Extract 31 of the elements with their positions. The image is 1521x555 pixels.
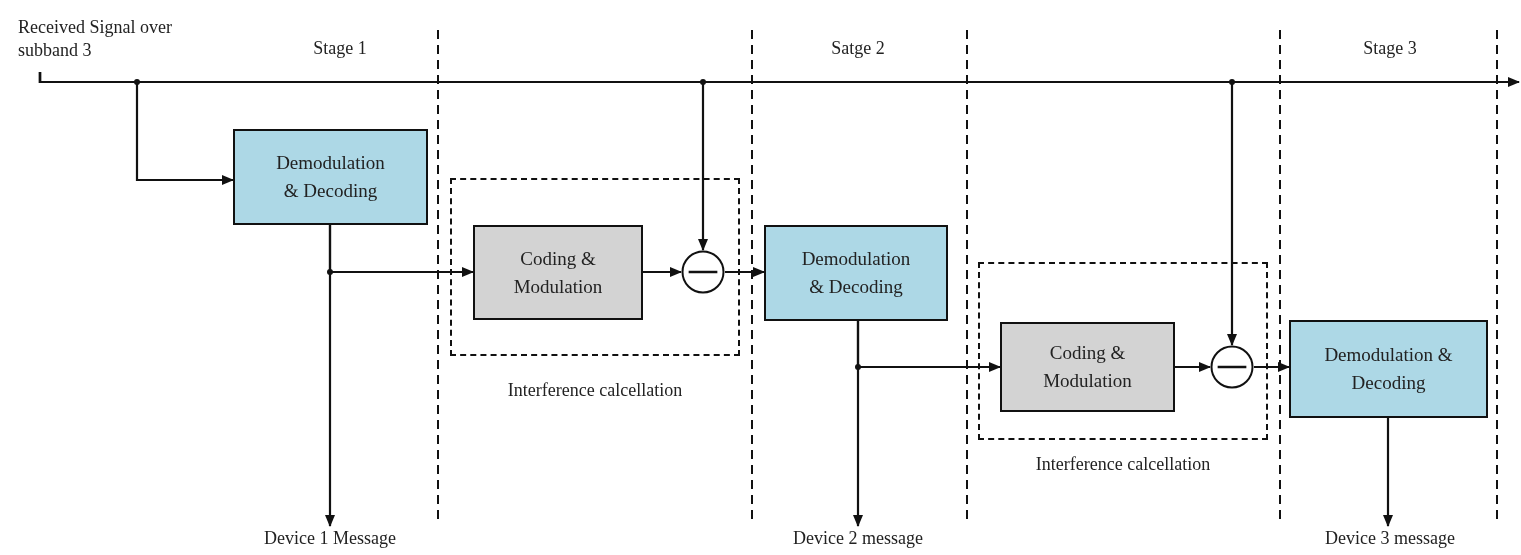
dashed-group-box [978, 262, 1268, 440]
process-box [473, 225, 643, 320]
box-label: Demodulation & Decoding [1323, 343, 1454, 395]
stage-label: Stage 3 [1363, 38, 1417, 59]
input-label: Received Signal over subband 3 [18, 15, 173, 62]
output-label: Device 1 Message [264, 527, 396, 551]
arrow [856, 321, 1001, 372]
output-label: Device 3 message [1325, 527, 1455, 551]
process-box [233, 129, 428, 225]
stage-label: Stage 1 [313, 38, 367, 59]
arrow [1254, 362, 1290, 372]
box-label: Coding & Modulation [1042, 341, 1133, 393]
group-caption: Interference calcellation [507, 380, 683, 401]
stage-label: Satge 2 [831, 38, 885, 59]
box-label: Demodulation & Decoding [800, 247, 912, 299]
subtractor-circle [681, 250, 725, 294]
process-box [1289, 320, 1488, 418]
output-label: Device 2 message [793, 527, 923, 551]
arrow [725, 267, 765, 277]
process-box [764, 225, 948, 321]
arrow [328, 225, 474, 277]
arrow [1383, 418, 1393, 527]
arrow [38, 71, 1520, 87]
arrow [1175, 362, 1211, 372]
group-caption: Interference calcellation [1035, 454, 1211, 475]
box-label: Demodulation & Decoding [275, 151, 386, 203]
box-label: Coding & Modulation [512, 246, 604, 299]
dashed-group-box [450, 178, 740, 356]
process-box [1000, 322, 1175, 412]
arrow [643, 267, 682, 277]
subtractor-circle [1210, 345, 1254, 389]
